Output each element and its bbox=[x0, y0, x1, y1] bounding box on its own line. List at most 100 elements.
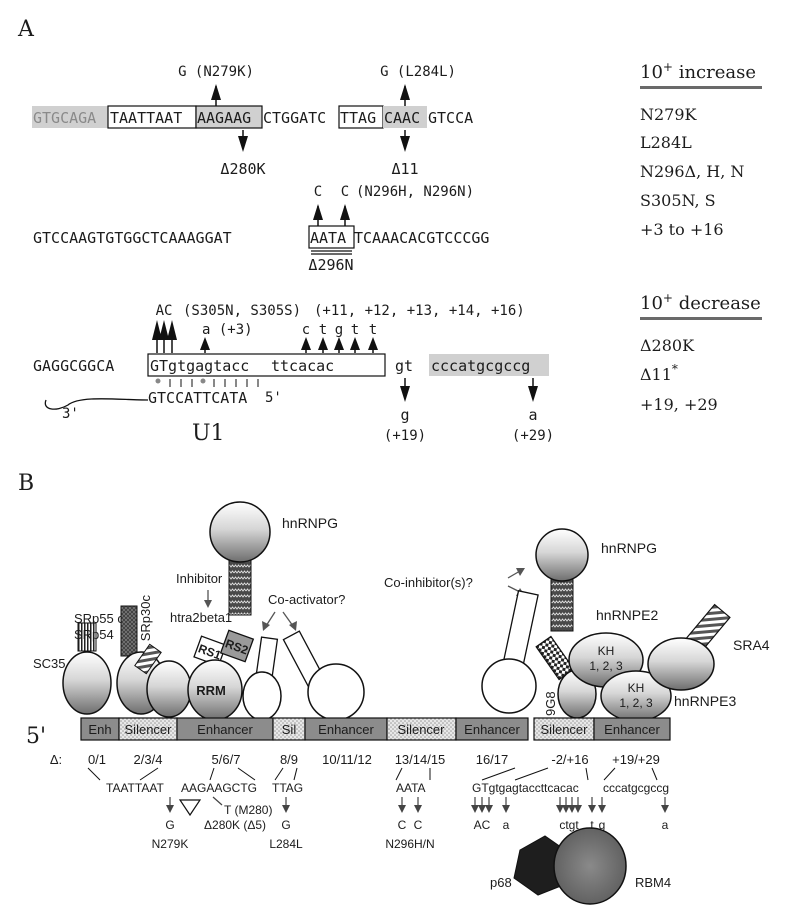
kh1-label: KH bbox=[598, 644, 615, 658]
hnrnpg-right bbox=[535, 528, 589, 632]
srp55-protein bbox=[134, 643, 192, 718]
seq3-box-splice-site bbox=[147, 353, 386, 377]
mut-c2-label: C bbox=[341, 184, 349, 200]
arrow-up-n296h bbox=[313, 204, 323, 226]
arrow-down-280k bbox=[238, 130, 248, 152]
rs2-domain bbox=[219, 629, 255, 663]
increase-rule bbox=[640, 86, 762, 89]
arrow-down-del11 bbox=[400, 130, 410, 152]
delta-group-8: +19/+29 bbox=[612, 752, 660, 767]
down-a-label: a bbox=[528, 406, 537, 424]
segment-label-8: Enhancer bbox=[604, 722, 660, 737]
coinhibitor-protein bbox=[481, 590, 539, 714]
mut-plus-list-label: (+11, +12, +13, +14, +16) bbox=[314, 303, 525, 319]
del-11-label: Δ11 bbox=[391, 160, 418, 178]
mut-s305-label: (S305N, S305S) bbox=[183, 303, 301, 319]
mut-c2: C bbox=[414, 818, 423, 832]
del-280k-label: Δ280K bbox=[220, 160, 265, 178]
mut-lower-g: g bbox=[335, 322, 343, 338]
mut-ac: AC bbox=[474, 818, 491, 832]
five-prime-label: 5' bbox=[26, 724, 46, 749]
u1-pairing bbox=[44, 378, 259, 410]
coactivator-protein-1 bbox=[242, 636, 282, 721]
sra4-label: SRA4 bbox=[733, 637, 770, 653]
panel-b-label: B bbox=[18, 471, 34, 496]
down-g-label: g bbox=[400, 406, 409, 424]
seq3-highlight-downstream bbox=[429, 354, 549, 376]
coactivator-protein-2 bbox=[282, 630, 365, 721]
mut-plus3-label: a (+3) bbox=[202, 322, 253, 338]
mut-lower-t2: t bbox=[351, 322, 359, 338]
exon10-bar bbox=[80, 717, 671, 741]
delta-group-1: 2/3/4 bbox=[134, 752, 163, 767]
coactivator-arrows bbox=[262, 611, 297, 631]
seq1-part-1: TAATTAAT bbox=[110, 109, 182, 127]
increase-list: 10+ increase N279K L284L N296Δ, H, N S30… bbox=[640, 60, 762, 239]
decrease-item-2: +19, +29 bbox=[640, 395, 718, 414]
seq-ttag: TTAG bbox=[272, 781, 303, 795]
del-296n-label: Δ296N bbox=[308, 256, 353, 274]
delta-group-0: 0/1 bbox=[88, 752, 106, 767]
down-plus19-label: (+19) bbox=[384, 428, 426, 444]
u1-sequence: GTCCATTCATA bbox=[148, 389, 247, 407]
inhibitor-arrow bbox=[204, 590, 212, 608]
segment-label-3: Sil bbox=[282, 722, 297, 737]
seq-aata: AATA bbox=[396, 781, 426, 795]
kh1b-label: 1, 2, 3 bbox=[589, 659, 623, 673]
mut-c1: C bbox=[398, 818, 407, 832]
coactivator-label: Co-activator? bbox=[268, 592, 345, 607]
mut-g1: G bbox=[165, 818, 174, 832]
coinhibitor-label: Co-inhibitor(s)? bbox=[384, 575, 473, 590]
rbm4-label: RBM4 bbox=[635, 875, 671, 890]
mut-l284l-label: G (L284L) bbox=[380, 64, 456, 80]
seq3-part-0: GAGGCGGCA bbox=[33, 357, 114, 375]
mut-c1-label: C bbox=[314, 184, 322, 200]
mut-g2: G bbox=[281, 818, 290, 832]
seq3-part-3: gt bbox=[395, 357, 413, 375]
panel-a-label: A bbox=[17, 17, 35, 42]
segment-label-0: Enh bbox=[88, 722, 111, 737]
htra2beta1-label: htra2beta1 bbox=[170, 610, 232, 625]
seq1-part-6: GTCCA bbox=[428, 109, 473, 127]
seq1-part-0: GTGCAGA bbox=[33, 109, 96, 127]
mut-t: t bbox=[590, 818, 594, 832]
increase-item-1: L284L bbox=[640, 133, 692, 152]
delta-group-6: 16/17 bbox=[476, 752, 509, 767]
segment-label-2: Enhancer bbox=[197, 722, 253, 737]
mut-n279k-label: G (N279K) bbox=[178, 64, 254, 80]
mutation-arrowheads-b bbox=[166, 805, 669, 813]
arrow-up-n296n bbox=[340, 204, 350, 226]
mut-ctgt: ctgt bbox=[559, 818, 579, 832]
arrow-down-plus19 bbox=[400, 378, 410, 402]
segment-enhancer-3 bbox=[455, 717, 529, 741]
seq3-part-2: ttcacac bbox=[271, 357, 334, 375]
delta-group-3: 8/9 bbox=[280, 752, 298, 767]
del280-5-label: Δ280K (Δ5) bbox=[204, 818, 266, 832]
m280-label: T (M280) bbox=[224, 803, 272, 817]
seq2-box-aata bbox=[308, 225, 355, 249]
seq-ccc: cccatgcgccg bbox=[603, 781, 669, 795]
mut-a1: a bbox=[503, 818, 510, 832]
l284l-label: L284L bbox=[269, 837, 303, 851]
mut-n296-label: (N296H, N296N) bbox=[356, 184, 474, 200]
mut-ac-label: AC bbox=[156, 303, 173, 319]
down-plus29-label: (+29) bbox=[512, 428, 554, 444]
seq1-part-4: TTAG bbox=[340, 109, 376, 127]
increase-item-2: N296Δ, H, N bbox=[640, 162, 744, 181]
seq2-part-1: AATA bbox=[310, 229, 346, 247]
hnrnpg-left-label: hnRNPG bbox=[282, 515, 338, 531]
increase-header: 10+ increase bbox=[640, 60, 756, 83]
arrow-down-plus29 bbox=[528, 378, 538, 402]
n296hn-label: N296H/N bbox=[385, 837, 434, 851]
p68-label: p68 bbox=[490, 875, 512, 890]
seq1-highlight-caac bbox=[383, 106, 427, 128]
seq-gt-splice: GTgtgagtaccttcacac bbox=[472, 781, 579, 795]
seq3-part-1: GTgtgagtacc bbox=[150, 357, 249, 375]
sc35-label: SC35 bbox=[33, 656, 66, 671]
9g8-label: 9G8 bbox=[543, 691, 558, 716]
mut-lower-t3: t bbox=[369, 322, 377, 338]
